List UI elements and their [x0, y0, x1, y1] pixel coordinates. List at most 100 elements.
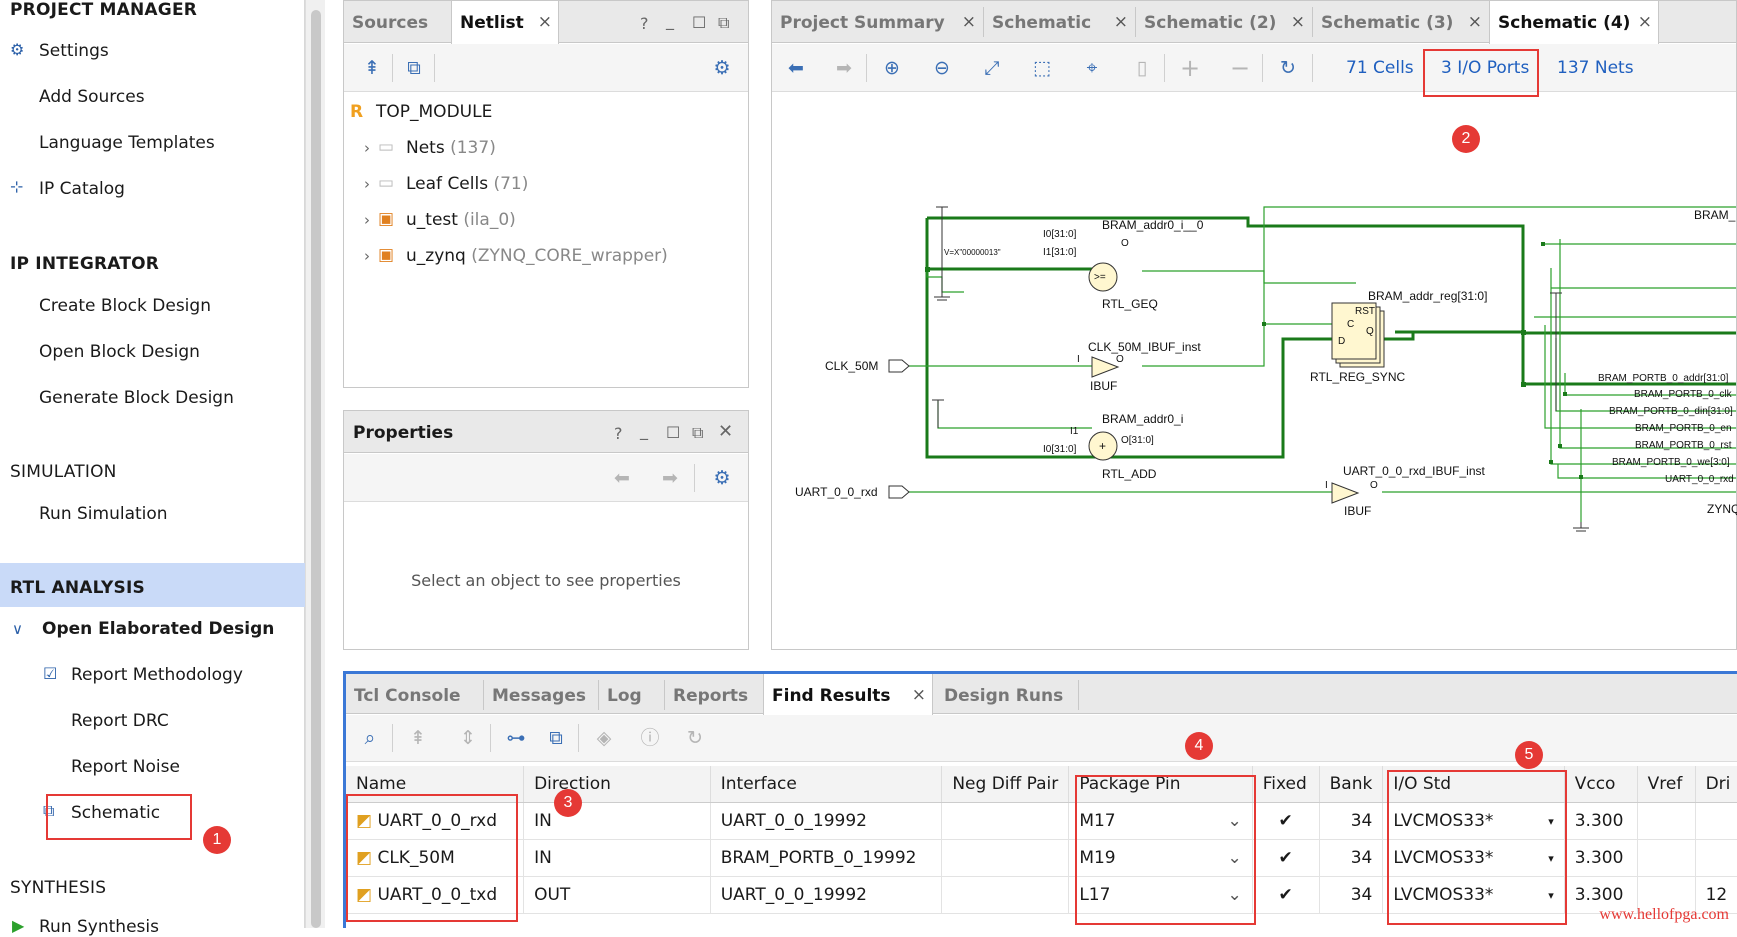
- zoom-fit-icon[interactable]: ⤢: [978, 54, 1006, 82]
- info-icon[interactable]: ⓘ: [636, 724, 664, 752]
- nav-item-report-methodology[interactable]: Report Methodology: [71, 665, 243, 685]
- section-ip-integrator[interactable]: IP INTEGRATOR: [10, 254, 159, 274]
- tab-netlist[interactable]: Netlist×: [451, 1, 559, 44]
- tab-sources[interactable]: Sources: [344, 1, 449, 43]
- nav-item-open-elaborated-design[interactable]: Open Elaborated Design: [42, 619, 274, 639]
- tab-tcl-console[interactable]: Tcl Console: [346, 674, 481, 716]
- col-bank[interactable]: Bank: [1319, 766, 1383, 802]
- scrollbar-thumb[interactable]: [311, 10, 321, 928]
- col-drive[interactable]: Dri: [1695, 766, 1737, 802]
- back-arrow-icon[interactable]: ⬅: [782, 54, 810, 82]
- nav-item-add-sources[interactable]: Add Sources: [39, 87, 145, 107]
- tab-schematic-2[interactable]: Schematic (2)×: [1136, 1, 1311, 43]
- cell-icon[interactable]: ▯: [1128, 54, 1156, 82]
- help-icon[interactable]: ?: [614, 424, 623, 443]
- tab-messages[interactable]: Messages: [484, 674, 597, 716]
- tree-leaf-cells[interactable]: Leaf Cells (71): [406, 174, 528, 194]
- collapse-minus-icon[interactable]: −: [1226, 54, 1254, 82]
- cell-fixed[interactable]: ✔: [1252, 839, 1319, 876]
- maximize-icon[interactable]: ☐: [692, 13, 706, 32]
- tab-log[interactable]: Log: [599, 674, 663, 716]
- tab-schematic-3[interactable]: Schematic (3)×: [1313, 1, 1488, 43]
- chevron-right-icon[interactable]: ›: [364, 175, 370, 193]
- float-icon[interactable]: ⧉: [718, 13, 729, 33]
- tab-schematic-1[interactable]: Schematic×: [984, 1, 1134, 43]
- schematic-icon[interactable]: ⧉: [400, 54, 428, 82]
- maximize-icon[interactable]: ☐: [666, 423, 680, 442]
- tree-u-test[interactable]: u_test (ila_0): [406, 210, 516, 230]
- diamond-icon[interactable]: ◈: [590, 724, 618, 752]
- collapse-all-icon[interactable]: ⇞: [358, 54, 386, 82]
- close-icon[interactable]: ×: [912, 685, 926, 705]
- collapse-all-icon[interactable]: ⇞: [404, 724, 432, 752]
- chevron-down-icon[interactable]: ∨: [12, 620, 23, 638]
- nav-item-run-synthesis[interactable]: Run Synthesis: [39, 917, 159, 937]
- section-synthesis[interactable]: SYNTHESIS: [10, 878, 106, 898]
- nav-item-create-block-design[interactable]: Create Block Design: [39, 296, 211, 316]
- nav-item-ip-catalog[interactable]: IP Catalog: [39, 179, 125, 199]
- refresh-icon[interactable]: ↻: [1274, 54, 1302, 82]
- section-simulation[interactable]: SIMULATION: [10, 462, 117, 482]
- nav-item-language-templates[interactable]: Language Templates: [39, 133, 215, 153]
- nav-item-report-drc[interactable]: Report DRC: [71, 711, 169, 731]
- minimize-icon[interactable]: _: [666, 11, 674, 30]
- tab-schematic-4[interactable]: Schematic (4)×: [1489, 1, 1659, 44]
- schematic-canvas[interactable]: [772, 93, 1736, 649]
- back-arrow-icon[interactable]: ⬅: [608, 464, 636, 492]
- help-icon[interactable]: ?: [640, 14, 649, 33]
- col-neg-diff-pair[interactable]: Neg Diff Pair: [942, 766, 1069, 802]
- expand-plus-icon[interactable]: +: [1176, 54, 1204, 82]
- navigator-scrollbar[interactable]: [305, 0, 325, 928]
- crosshair-icon[interactable]: ⌖: [1078, 54, 1106, 82]
- close-icon[interactable]: ×: [962, 12, 976, 32]
- chevron-right-icon[interactable]: ›: [364, 247, 370, 265]
- section-rtl-analysis[interactable]: RTL ANALYSIS: [10, 578, 145, 598]
- forward-arrow-icon[interactable]: ➡: [830, 54, 858, 82]
- nav-item-generate-block-design[interactable]: Generate Block Design: [39, 388, 234, 408]
- gear-icon[interactable]: ⚙: [708, 464, 736, 492]
- nav-item-open-block-design[interactable]: Open Block Design: [39, 342, 200, 362]
- close-icon[interactable]: ×: [1638, 12, 1652, 32]
- ground-symbols: [932, 207, 1589, 531]
- close-icon[interactable]: ✕: [718, 421, 733, 442]
- cell-fixed[interactable]: ✔: [1252, 802, 1319, 839]
- expand-all-icon[interactable]: ⇕: [454, 724, 482, 752]
- tab-find-results[interactable]: Find Results×: [763, 674, 933, 715]
- zoom-area-icon[interactable]: ⬚: [1028, 54, 1056, 82]
- close-icon[interactable]: ×: [1291, 12, 1305, 32]
- col-vref[interactable]: Vref: [1637, 766, 1695, 802]
- gear-icon[interactable]: ⚙: [708, 54, 736, 82]
- float-icon[interactable]: ⧉: [692, 423, 703, 443]
- col-vcco[interactable]: Vcco: [1564, 766, 1637, 802]
- forward-arrow-icon[interactable]: ➡: [656, 464, 684, 492]
- nav-item-report-noise[interactable]: Report Noise: [71, 757, 180, 777]
- tab-reports[interactable]: Reports: [665, 674, 761, 716]
- zoom-out-icon[interactable]: ⊖: [928, 54, 956, 82]
- refresh-icon[interactable]: ↻: [681, 724, 709, 752]
- nets-count-link[interactable]: 137 Nets: [1557, 58, 1634, 78]
- section-project-manager[interactable]: PROJECT MANAGER: [10, 0, 197, 20]
- chevron-right-icon[interactable]: ›: [364, 211, 370, 229]
- tree-top-module[interactable]: TOP_MODULE: [376, 102, 492, 122]
- zoom-in-icon[interactable]: ⊕: [878, 54, 906, 82]
- schematic-icon[interactable]: ⧉: [542, 724, 570, 752]
- search-icon[interactable]: ⌕: [356, 724, 384, 752]
- col-interface[interactable]: Interface: [710, 766, 942, 802]
- tree-u-zynq[interactable]: u_zynq (ZYNQ_CORE_wrapper): [406, 246, 668, 266]
- nav-item-settings[interactable]: Settings: [39, 41, 109, 61]
- chevron-right-icon[interactable]: ›: [364, 139, 370, 157]
- tree-nets[interactable]: Nets (137): [406, 138, 496, 158]
- nav-item-run-simulation[interactable]: Run Simulation: [39, 504, 168, 524]
- col-direction[interactable]: Direction: [524, 766, 711, 802]
- cells-count-link[interactable]: 71 Cells: [1346, 58, 1414, 78]
- tab-design-runs[interactable]: Design Runs: [936, 674, 1076, 716]
- minimize-icon[interactable]: _: [640, 421, 648, 440]
- cell-fixed[interactable]: ✔: [1252, 876, 1319, 913]
- tab-project-summary[interactable]: Project Summary×: [772, 1, 982, 43]
- hierarchy-icon[interactable]: ⊶: [502, 724, 530, 752]
- close-icon[interactable]: ×: [1114, 12, 1128, 32]
- close-icon[interactable]: ×: [538, 12, 552, 32]
- play-icon: ▶: [12, 916, 24, 935]
- close-icon[interactable]: ×: [1468, 12, 1482, 32]
- col-fixed[interactable]: Fixed: [1252, 766, 1319, 802]
